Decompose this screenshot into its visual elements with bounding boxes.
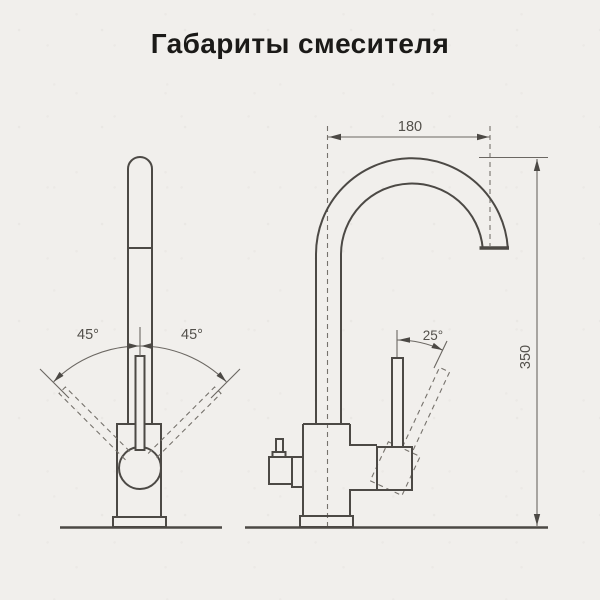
tilted-housing-dashed: [369, 441, 421, 497]
height-arrow-top: [533, 159, 541, 171]
side-view-lever-housing: [376, 446, 413, 491]
height-arrow-bottom: [533, 514, 541, 526]
lever-axis-line-right: [210, 368, 241, 399]
side-view-spout: [315, 157, 509, 424]
side-view-lever: [391, 357, 404, 448]
spout-reach-label: 180: [398, 119, 422, 135]
side-view-filter-knob-stem: [275, 438, 284, 453]
spout-reach-arrow-right: [477, 133, 489, 141]
height-dimension: 350: [479, 156, 548, 526]
side-view-body-right-lower: [349, 489, 377, 516]
side-view-filter-knob-flange: [271, 451, 287, 458]
tilted-lever-dashed: [401, 366, 451, 453]
lever-tilt-arc-arrow-right: [431, 342, 443, 351]
height-label: 350: [518, 345, 534, 369]
side-view-base-plate: [299, 515, 354, 528]
lever-axis-line-tilted: [433, 340, 448, 369]
spout-reach-dimension: 180: [328, 119, 490, 141]
side-view-spout-inner: [340, 182, 484, 424]
side-view-body-right: [349, 424, 377, 446]
swivel-arc-arrow-right-end: [216, 371, 227, 382]
swivel-arc-arrow-center-left: [127, 342, 139, 350]
front-view-base-plate: [112, 516, 167, 528]
swivel-angle-label-left: 45°: [77, 327, 99, 343]
side-view-filter-outlet: [268, 456, 293, 485]
tilted-lever-dashed-left: [58, 386, 133, 461]
lever-tilt-arc-arrow-left: [398, 337, 410, 343]
swivel-arc-arrow-left-end: [53, 371, 64, 382]
side-view: 25°: [245, 126, 548, 529]
front-view-lever: [134, 355, 146, 451]
swivel-angle-label-right: 45°: [181, 327, 203, 343]
spout-reach-arrow-left: [329, 133, 341, 141]
front-view: 45° 45°: [39, 156, 241, 529]
lever-angle-label: 25°: [423, 328, 443, 343]
page-title: Габариты смесителя: [150, 28, 450, 59]
lever-axis-line-left: [39, 368, 70, 399]
front-view-ball-joint: [118, 446, 162, 490]
side-view-filter-outlet-bottom-join: [291, 484, 303, 488]
tilted-lever-dashed-right: [147, 386, 222, 461]
front-view-spout-column: [127, 156, 153, 424]
swivel-arc-arrow-center-right: [141, 342, 153, 350]
